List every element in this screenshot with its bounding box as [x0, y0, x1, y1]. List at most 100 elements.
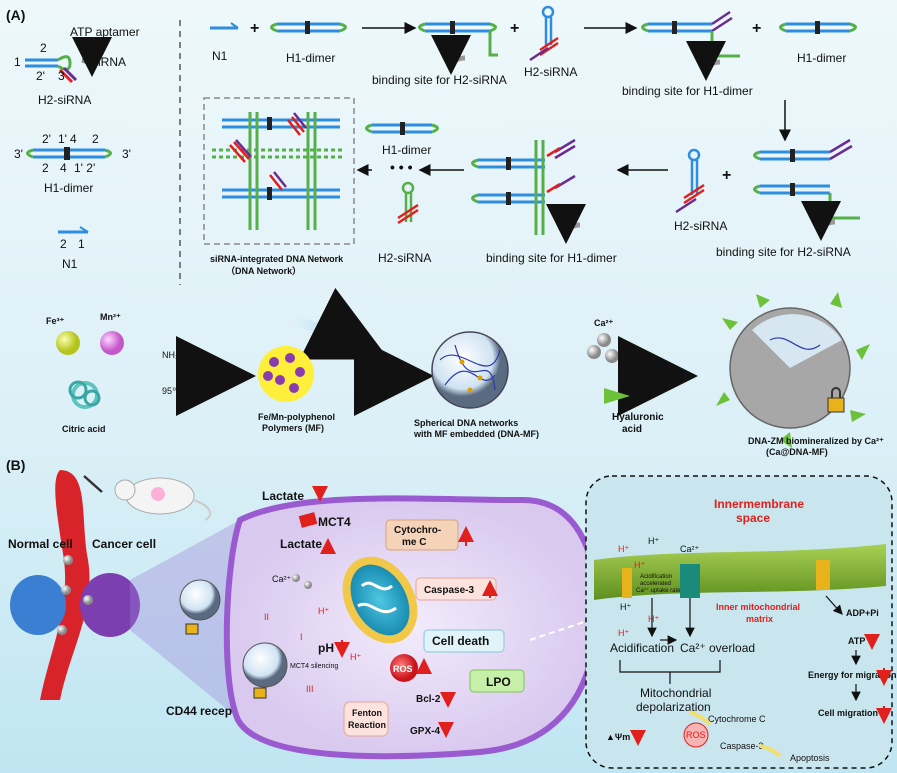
dna-mf-label-2: with MF embedded (DNA-MF) — [413, 429, 539, 439]
mf-label-1: Fe/Mn-polyphenol — [258, 412, 335, 422]
row1-plus-3: + — [752, 20, 761, 37]
fenton-line-2: Reaction — [348, 720, 386, 730]
mito-line-1: Mitochondrial — [640, 686, 711, 700]
atp-synthase — [816, 560, 830, 590]
row1-plus-2: + — [510, 20, 519, 37]
lpo-label: LPO — [486, 675, 511, 689]
acc-line-1: Acidification — [640, 574, 672, 580]
hd-4: 4 — [70, 132, 77, 146]
lactate-in-label: Lactate — [280, 537, 322, 551]
h-plus-2: H⁺ — [350, 652, 361, 662]
assembly-row-2: H1-dimer • • • H2-siRNA binding site for… — [356, 122, 860, 265]
final-label-1: DNA-ZM biomineralized by Ca²⁺ — [748, 436, 884, 446]
row1-binding-h2: binding site for H2-siRNA — [372, 73, 507, 87]
panel-a-label: (A) — [6, 7, 25, 23]
blood-vessel — [40, 470, 90, 700]
inset-h-e: H⁺ — [648, 614, 659, 624]
row1-binding-h1: binding site for H1-dimer — [622, 84, 753, 98]
row2-binding-h1: binding site for H1-dimer — [486, 251, 617, 265]
row1-h2-sirna: H2-siRNA — [524, 65, 577, 79]
nh3-label: NH₃·H₂O — [162, 350, 199, 360]
mitochondrion — [342, 556, 418, 644]
hd-2b: 2 — [42, 161, 49, 175]
citric-acid-knot — [68, 380, 101, 409]
fenton-box — [343, 701, 389, 737]
h2-label-2: 2 — [40, 41, 47, 55]
mct4-transporter — [298, 512, 318, 528]
assembly-row-1: N1 + H1-dimer binding site for H2-siRNA … — [210, 5, 857, 142]
bcl2-label: Bcl-2 — [416, 694, 441, 705]
row2-h2-sirna-left: H2-siRNA — [378, 251, 431, 265]
mf-polymer — [258, 346, 314, 402]
apoptosis-label: Apoptosis — [790, 753, 830, 763]
roman-i: I — [300, 632, 303, 642]
network-subtitle: （DNA Network） — [226, 266, 301, 276]
fe-sphere — [56, 331, 80, 355]
normal-cell-label: Normal cell — [8, 537, 73, 551]
acidification-label: Acidification — [610, 641, 674, 655]
atp-label: ATP — [848, 636, 865, 646]
row2-h1-dimer: H1-dimer — [382, 143, 431, 157]
hyaluronic-cone — [604, 388, 630, 404]
inset-ros-label: ROS — [686, 730, 706, 740]
n1-label-2: 2 — [60, 237, 67, 251]
row1-h1-dimer-2: H1-dimer — [797, 51, 846, 65]
ph-label: pH — [318, 641, 334, 655]
ros-bubble — [390, 654, 418, 682]
ha-label-2: acid — [622, 424, 642, 435]
inset-h-a: H⁺ — [618, 544, 629, 554]
ca-cell-label: Ca²⁺ — [272, 574, 292, 584]
mn-sphere — [100, 331, 124, 355]
cell-death-box — [423, 629, 505, 653]
cytochrome-line-2: me C — [402, 537, 426, 548]
row2-dots: • • • — [390, 159, 413, 175]
row1-n1: N1 — [212, 49, 228, 63]
fenton-line-1: Fenton — [352, 708, 382, 718]
membrane — [594, 544, 886, 600]
adp-label: ADP+Pi — [846, 608, 879, 618]
mn-label: Mn²⁺ — [100, 312, 121, 322]
acc-line-3: Ca²⁺ uptake rate — [636, 587, 681, 594]
ca-overload-label: Ca²⁺ overload — [680, 641, 755, 655]
hd-4b: 4 — [60, 161, 67, 175]
particle-internalized — [242, 642, 288, 688]
dna-mf-label-1: Spherical DNA networks — [414, 418, 518, 428]
fe-label: Fe³⁺ — [46, 316, 65, 326]
panel-b: (B) Normal cell Cancer cell CD44 recepto… — [6, 457, 600, 760]
roman-ii: II — [264, 612, 269, 622]
legend-h1-dimer-title: H1-dimer — [44, 181, 93, 195]
h2-label-2p: 2' — [36, 69, 45, 83]
mct4-silencing-label: MCT4 silencing — [290, 663, 338, 670]
mct4-label: MCT4 — [318, 515, 351, 529]
particle-binding — [179, 579, 221, 621]
mf-label-2: Polymers (MF) — [262, 423, 324, 433]
cytochrome-line-1: Cytochro- — [394, 525, 441, 536]
psi-label: ▲Ψm — [606, 732, 630, 742]
zoom-link — [529, 619, 591, 641]
legend-sirna: siRNA — [92, 55, 126, 69]
ims-line-2: space — [736, 511, 770, 525]
dna-network-box: siRNA-integrated DNA Network （DNA Networ… — [203, 97, 355, 276]
legend-h1-dimer: 2' 1' 4 2 3' 3' 2 4 1' 2' H1-dimer — [14, 132, 131, 195]
mitochondria-inset: Innermembrane space H⁺ H⁺ H⁺ Ca²⁺ Acidif… — [585, 475, 897, 769]
row2-plus: + — [722, 167, 731, 184]
hd-2p: 2' — [42, 132, 51, 146]
ha-label-1: Hyaluronic — [612, 412, 664, 423]
legend-h2-sirna-title: H2-siRNA — [38, 93, 91, 107]
inset-h-c: H⁺ — [634, 560, 645, 570]
ca-dna-mf-sphere — [716, 292, 870, 448]
acc-line-2: accelerated — [640, 581, 671, 587]
inset-h-d: H⁺ — [620, 602, 631, 612]
legend-n1-title: N1 — [62, 257, 78, 271]
row2-h2-sirna-mid: H2-siRNA — [674, 219, 727, 233]
zoom-cone — [130, 520, 240, 720]
normal-tissue — [10, 575, 66, 635]
cell-migration-label: Cell migration — [818, 708, 878, 718]
h2-label-1: 1 — [14, 55, 21, 69]
hd-3p-left: 3' — [14, 147, 23, 161]
legend-h2-sirna: ATP aptamer siRNA 1 2 2' 3 H2-siRNA — [14, 25, 140, 107]
legend-n1: 2 1 N1 — [58, 226, 89, 271]
citric-acid-label: Citric acid — [62, 424, 106, 434]
channel-2 — [680, 564, 700, 598]
